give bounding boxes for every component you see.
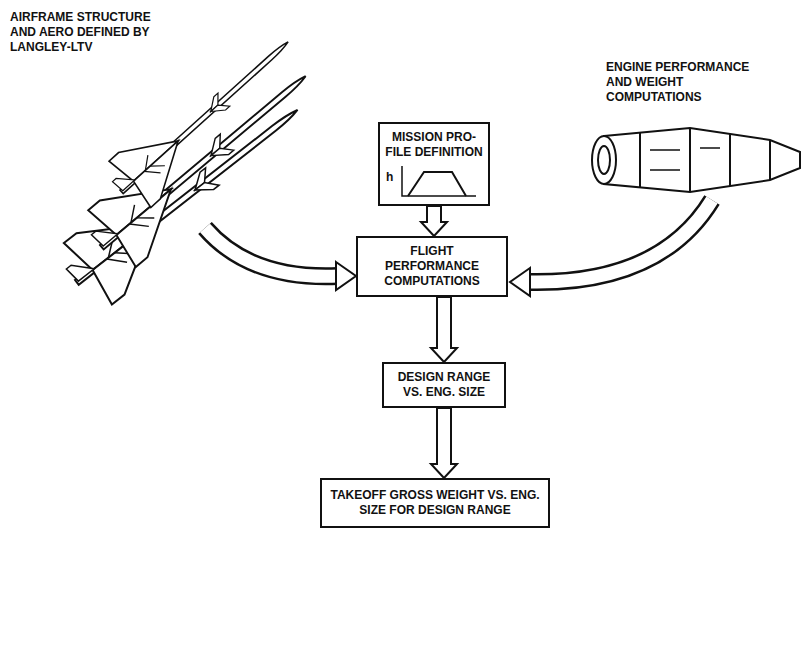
input-caption: ENGINE PERFORMANCE AND WEIGHT COMPUTATIO… [606,60,776,105]
process-box: DESIGN RANGE VS. ENG. SIZE [382,362,506,408]
flow-arrow [431,408,457,478]
engine-illustration [592,128,800,192]
box-text: FLIGHT PERFORMANCE COMPUTATIONS [364,244,500,289]
process-box: FLIGHT PERFORMANCE COMPUTATIONS [356,236,508,297]
flow-arrow [421,206,447,236]
process-box: TAKEOFF GROSS WEIGHT VS. ENG. SIZE FOR D… [320,478,550,528]
mission-profile-chart [398,164,478,200]
input-arrow-right [510,200,712,296]
process-box: MISSION PRO- FILE DEFINITION [378,122,490,206]
box-text: MISSION PRO- FILE DEFINITION [384,130,484,160]
box-text: DESIGN RANGE VS. ENG. SIZE [390,370,498,400]
flow-arrow [431,297,457,362]
box-text: TAKEOFF GROSS WEIGHT VS. ENG. SIZE FOR D… [330,488,540,518]
input-arrow-left [205,228,356,290]
input-caption: AIRFRAME STRUCTURE AND AERO DEFINED BY L… [10,10,170,55]
axis-label: h [386,170,398,185]
